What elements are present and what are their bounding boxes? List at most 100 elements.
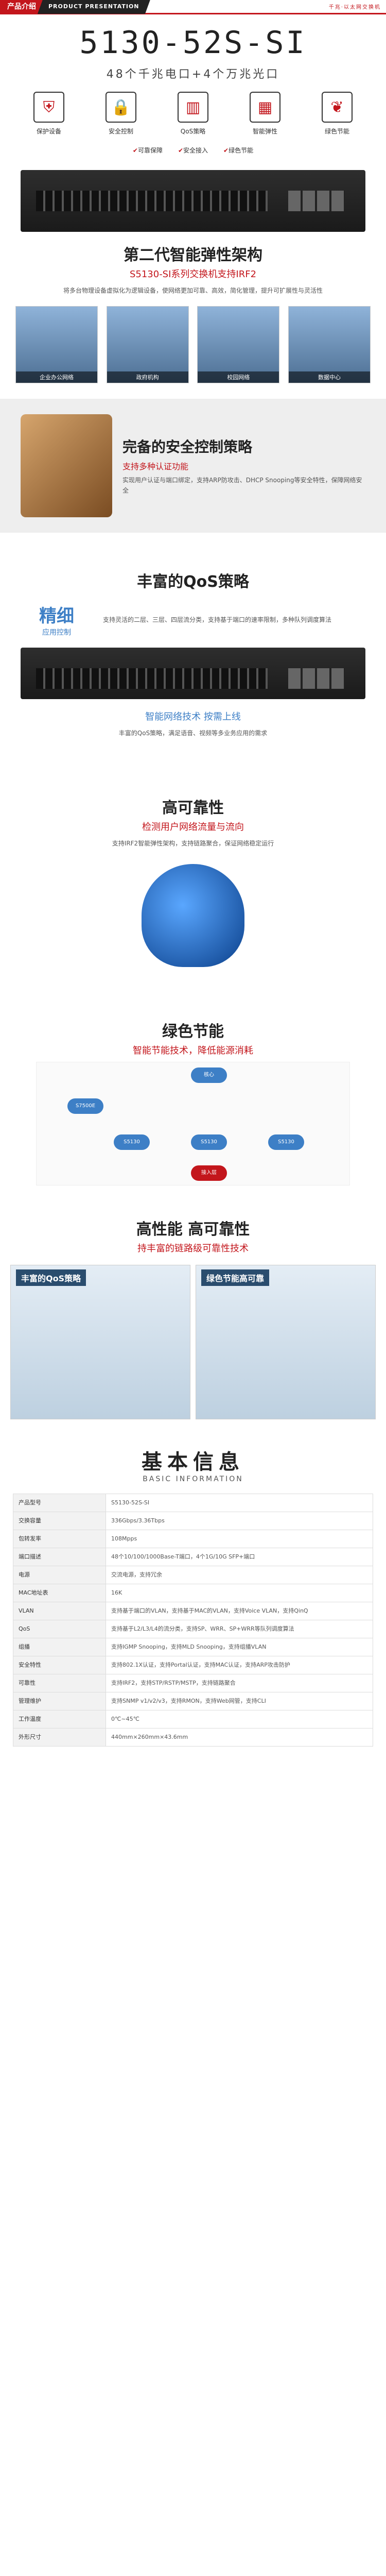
feature-list: ⛨保护设备 🔒安全控制 ▥QoS策略 ▦智能弹性 ❦绿色节能: [21, 92, 365, 135]
section-green: 绿色节能 智能节能技术，降低能源消耗 核心 S7500E S5130 S5130…: [0, 993, 386, 1206]
spec-row: 管理维护支持SNMP v1/v2/v3，支持RMON，支持Web网管，支持CLI: [13, 1692, 373, 1710]
feature-item: ⛨保护设备: [26, 92, 72, 135]
section-title: 高可靠性: [162, 799, 224, 817]
spec-value: 交流电源，支持冗余: [106, 1566, 373, 1584]
spec-value: 支持SNMP v1/v2/v3，支持RMON，支持Web网管，支持CLI: [106, 1692, 373, 1710]
twin-cards: 丰富的QoS策略 绿色节能高可靠: [0, 1255, 386, 1430]
section-sub: 智能节能技术，降低能源消耗: [133, 1045, 253, 1056]
switch-image: [21, 648, 365, 699]
spec-value: 16K: [106, 1584, 373, 1602]
spec-key: 端口描述: [13, 1548, 106, 1566]
qos-tag2: 应用控制: [42, 629, 71, 637]
section-sub: S5130-SI系列交换机支持IRF2: [129, 269, 257, 280]
spec-row: 安全特性支持802.1X认证，支持Portal认证，支持MAC认证，支持ARP攻…: [13, 1656, 373, 1674]
network-node: S5130: [268, 1134, 304, 1150]
section-performance: 高性能 高可靠性 持丰富的链路级可靠性技术 丰富的QoS策略 绿色节能高可靠: [0, 1216, 386, 1430]
section-sub: 智能网络技术 按需上线: [145, 711, 241, 722]
spec-value: 支持基于端口的VLAN，支持基于MAC的VLAN，支持Voice VLAN，支持…: [106, 1602, 373, 1620]
section-title: 绿色节能: [162, 1023, 224, 1041]
network-node: S5130: [114, 1134, 150, 1150]
spec-key: QoS: [13, 1620, 106, 1638]
spec-key: 组播: [13, 1638, 106, 1656]
spec-key: 管理维护: [13, 1692, 106, 1710]
model-sub: 48个千兆电口+4个万兆光口: [106, 68, 280, 81]
chip-icon: ▦: [250, 92, 280, 123]
qos-tag: 精细: [39, 606, 74, 626]
section-text: 丰富的QoS策略，满足语音、视频等多业务应用的需求: [118, 730, 268, 737]
feature-item: ▥QoS策略: [170, 92, 216, 135]
scene-photo: 数据中心: [288, 306, 371, 383]
section-title: 完备的安全控制策略: [122, 438, 252, 455]
network-node: 核心: [191, 1067, 227, 1083]
section-security: 完备的安全控制策略 支持多种认证功能 实现用户认证与端口绑定，支持ARP防攻击、…: [0, 399, 386, 533]
scene-photo: 企业办公网络: [15, 306, 98, 383]
network-node: 接入层: [191, 1165, 227, 1181]
network-node: S7500E: [67, 1098, 103, 1114]
spec-value: 336Gbps/3.36Tbps: [106, 1512, 373, 1530]
photo-row: 企业办公网络 政府机构 校园网络 数据中心: [0, 301, 386, 388]
spec-row: 电源交流电源，支持冗余: [13, 1566, 373, 1584]
spec-key: VLAN: [13, 1602, 106, 1620]
section-text: 支持IRF2智能弹性架构，支持链路聚合，保证网络稳定运行: [112, 840, 274, 847]
model-name: 5130-52S-SI: [79, 25, 307, 61]
spec-row: 可靠性支持IRF2，支持STP/RSTP/MSTP，支持链路聚合: [13, 1674, 373, 1692]
base-en: BASIC INFORMATION: [143, 1475, 243, 1483]
spec-value: 48个10/100/1000Base-T端口，4个1G/10G SFP+端口: [106, 1548, 373, 1566]
spec-key: 外形尺寸: [13, 1728, 106, 1747]
spec-key: 工作温度: [13, 1710, 106, 1728]
spec-key: MAC地址表: [13, 1584, 106, 1602]
shield-icon: ⛨: [33, 92, 64, 123]
spec-value: S5130-52S-SI: [106, 1494, 373, 1512]
spec-value: 支持IRF2，支持STP/RSTP/MSTP，支持链路聚合: [106, 1674, 373, 1692]
section-title: 高性能 高可靠性: [136, 1221, 250, 1239]
header-badge: 产品介绍: [0, 0, 43, 14]
spec-key: 产品型号: [13, 1494, 106, 1512]
network-diagram: 核心 S7500E S5130 S5130 S5130 接入层: [36, 1062, 350, 1185]
scene-photo: 校园网络: [197, 306, 280, 383]
section-irf: 第二代智能弹性架构 S5130-SI系列交换机支持IRF2 将多台物理设备虚拟化…: [0, 242, 386, 388]
section-title: 丰富的QoS策略: [137, 573, 249, 591]
header-en: PRODUCT PRESENTATION: [37, 0, 150, 14]
page: 产品介绍 PRODUCT PRESENTATION 千兆·以太网交换机 5130…: [0, 0, 386, 1757]
section-qos: 丰富的QoS策略 精细 应用控制 支持灵活的二层、三层、四层流分类，支持基于端口…: [0, 543, 386, 759]
spec-value: 支持IGMP Snooping，支持MLD Snooping，支持组播VLAN: [106, 1638, 373, 1656]
feature-card: 绿色节能高可靠: [196, 1265, 376, 1419]
hero: 5130-52S-SI 48个千兆电口+4个万兆光口 ⛨保护设备 🔒安全控制 ▥…: [0, 14, 386, 160]
section-text: 实现用户认证与端口绑定，支持ARP防攻击、DHCP Snooping等安全特性，…: [122, 477, 362, 494]
shield-image: [142, 864, 244, 967]
spec-value: 440mm×260mm×43.6mm: [106, 1728, 373, 1747]
feature-item: ❦绿色节能: [314, 92, 360, 135]
switch-image: [21, 170, 365, 232]
chart-icon: ▥: [178, 92, 208, 123]
section-sub: 持丰富的链路级可靠性技术: [137, 1243, 249, 1254]
header-right: 千兆·以太网交换机: [328, 5, 381, 10]
check-list: 可靠保障 安全接入 绿色节能: [21, 146, 365, 155]
leaf-icon: ❦: [322, 92, 353, 123]
lock-icon: 🔒: [106, 92, 136, 123]
section-reliability: 高可靠性 检测用户网络流量与流向 支持IRF2智能弹性架构，支持链路聚合，保证网…: [0, 769, 386, 982]
feature-card: 丰富的QoS策略: [10, 1265, 190, 1419]
spec-key: 电源: [13, 1566, 106, 1584]
feature-item: ▦智能弹性: [242, 92, 288, 135]
spec-key: 可靠性: [13, 1674, 106, 1692]
section-text: 将多台物理设备虚拟化为逻辑设备，使网络更加可靠、高效，简化管理，提升可扩展性与灵…: [63, 287, 323, 294]
spec-value: 支持802.1X认证，支持Portal认证，支持MAC认证，支持ARP攻击防护: [106, 1656, 373, 1674]
section-title: 第二代智能弹性架构: [124, 246, 262, 264]
section-text: 支持灵活的二层、三层、四层流分类，支持基于端口的速率限制，多种队列调度算法: [103, 616, 332, 623]
phone-image: [21, 414, 112, 517]
spec-value: 108Mpps: [106, 1530, 373, 1548]
spec-value: 支持基于L2/L3/L4的流分类，支持SP、WRR、SP+WRR等队列调度算法: [106, 1620, 373, 1638]
network-node: S5130: [191, 1134, 227, 1150]
base-title: 基本信息: [142, 1450, 244, 1474]
spec-key: 安全特性: [13, 1656, 106, 1674]
